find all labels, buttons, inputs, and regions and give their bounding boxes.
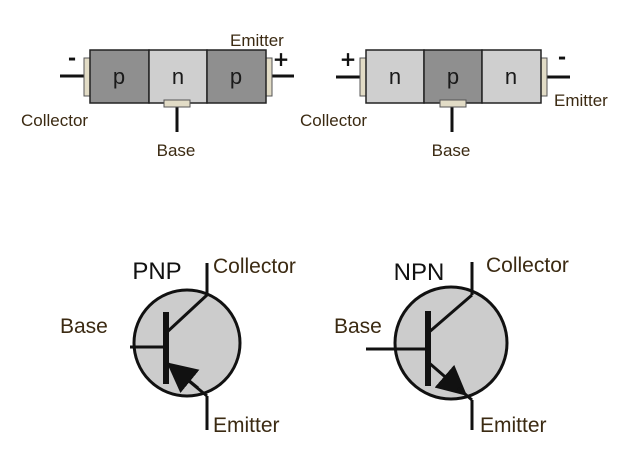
pnp-block-left-sign: - <box>68 46 76 70</box>
npn-block-right-sign: - <box>558 45 566 69</box>
npn-block-emitter-label: Emitter <box>554 91 608 110</box>
pnp-block-diagram: p n p - + Collector Base Emitter <box>21 31 294 160</box>
pnp-symbol-circle <box>132 288 242 398</box>
pnp-symbol-title: PNP <box>132 258 181 285</box>
pnp-block-segment-left <box>89 49 150 104</box>
pnp-symbol-base-label: Base <box>60 315 108 338</box>
pnp-block-segment-right-label: p <box>230 64 242 89</box>
npn-block-collector-label: Collector <box>300 111 367 130</box>
npn-symbol-emitter-label: Emitter <box>480 414 547 437</box>
pnp-block-segment-middle <box>148 49 208 104</box>
npn-block-segment-right-label: n <box>505 64 517 89</box>
pnp-symbol-emitter-arrow <box>166 362 200 394</box>
pnp-block-segment-right <box>206 49 267 104</box>
pnp-symbol-collector-line <box>164 293 209 335</box>
pnp-block-base-label: Base <box>157 141 196 160</box>
pnp-block-collector-label: Collector <box>21 111 88 130</box>
pnp-block-right-sign: + <box>273 47 290 71</box>
npn-block-segment-middle-label: p <box>447 64 459 89</box>
npn-symbol-base-label: Base <box>334 315 382 338</box>
pnp-symbol-collector-label: Collector <box>213 255 296 278</box>
npn-block-base-contact <box>439 99 467 108</box>
npn-block-left-sign: + <box>340 47 357 71</box>
pnp-block-base-contact <box>163 99 191 108</box>
npn-block-diagram: n p n + - Collector Base Emitter <box>300 45 608 160</box>
pnp-symbol: PNP Collector Base Emitter <box>60 255 296 437</box>
npn-symbol-collector-line <box>427 293 473 335</box>
npn-symbol-emitter-line <box>427 360 468 396</box>
npn-symbol-circle <box>393 285 509 401</box>
npn-symbol-title: NPN <box>394 259 445 286</box>
pnp-block-emitter-label: Emitter <box>230 31 284 50</box>
npn-block-segment-left-label: n <box>389 64 401 89</box>
npn-symbol: NPN Collector Base Emitter <box>334 254 569 437</box>
npn-symbol-emitter-line-tail <box>457 386 473 402</box>
npn-block-base-label: Base <box>432 141 471 160</box>
npn-symbol-collector-label: Collector <box>486 254 569 277</box>
pnp-block-segment-middle-label: n <box>172 64 184 89</box>
pnp-block-segment-left-label: p <box>113 64 125 89</box>
npn-block-segment-left <box>365 49 425 104</box>
npn-block-segment-right <box>481 49 542 104</box>
pnp-symbol-emitter-label: Emitter <box>213 414 280 437</box>
